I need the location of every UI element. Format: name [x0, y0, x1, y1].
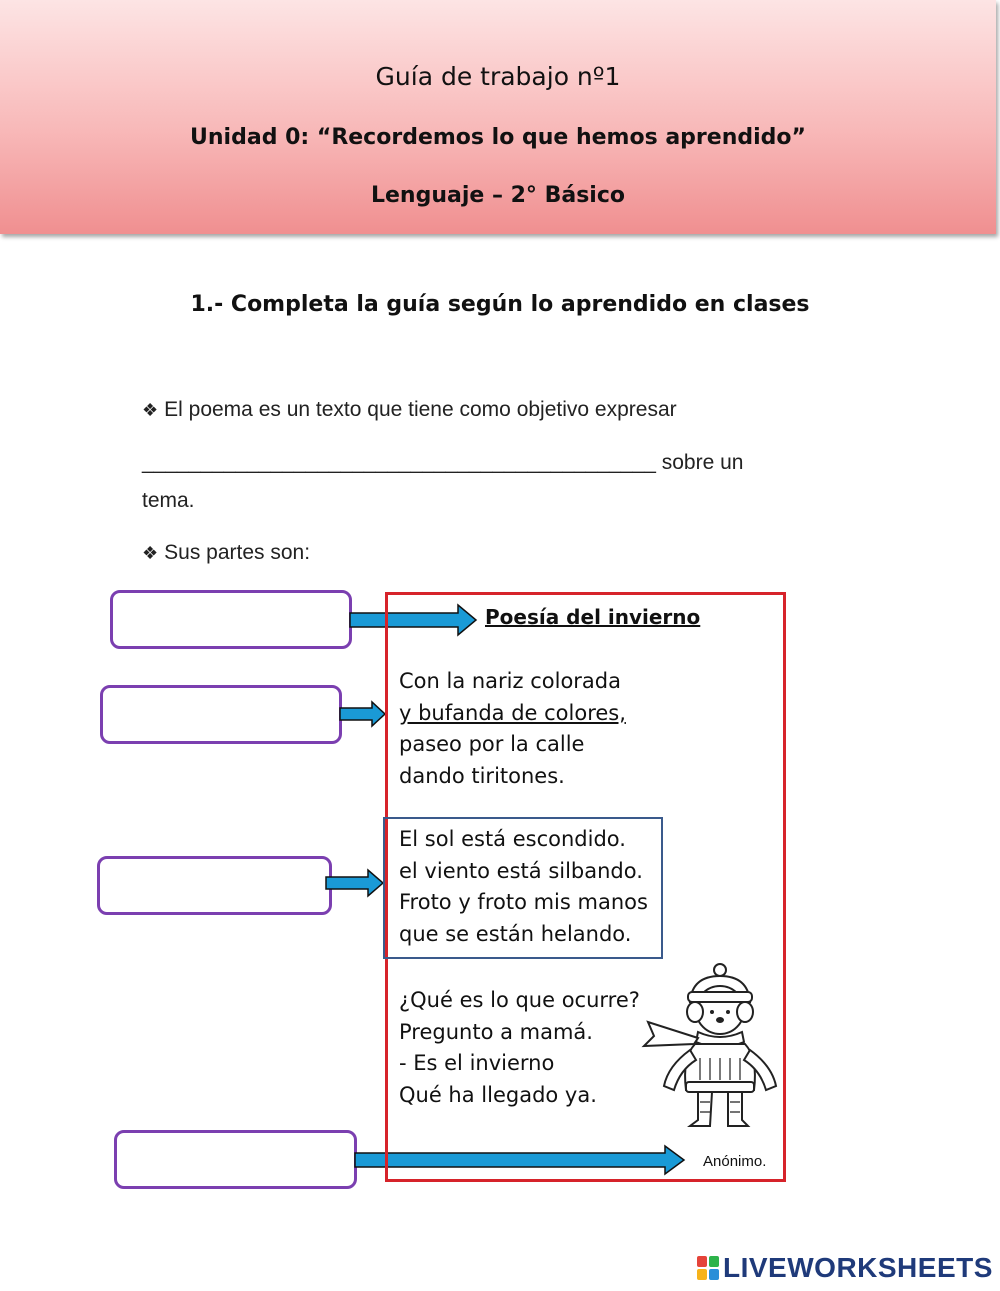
poem-line: dando tiritones. — [399, 763, 565, 788]
diamond-bullet-icon: ❖ — [142, 543, 159, 563]
brand-name: LIVEWORKSHEETS — [723, 1252, 993, 1283]
answer-box-author[interactable] — [114, 1130, 357, 1189]
question-text-4: Sus partes son: — [164, 541, 311, 564]
answer-blank[interactable]: ________________________________________… — [142, 451, 656, 474]
poem-line: paseo por la calle — [399, 732, 585, 756]
answer-box-title[interactable] — [110, 590, 352, 649]
poem-line: Froto y froto mis manos — [399, 890, 648, 914]
poem-title: Poesía del invierno — [485, 605, 701, 629]
unit-title: Unidad 0: “Recordemos lo que hemos apren… — [190, 125, 806, 150]
poem-line: El sol está escondido. — [399, 827, 626, 851]
poem-line: el viento está silbando. — [399, 858, 643, 883]
arrow-to-verse-icon — [339, 700, 387, 728]
poem-line: Qué ha llegado ya. — [399, 1082, 597, 1107]
poem-stanza-1: Con la nariz colorada y bufanda de color… — [399, 666, 626, 792]
poem-stanza-2: El sol está escondido. el viento está si… — [399, 824, 648, 950]
poem-line-verse: y bufanda de colores, — [399, 700, 626, 725]
poem-author: Anónimo. — [703, 1153, 767, 1170]
answer-box-stanza[interactable] — [97, 856, 332, 915]
winter-child-illustration — [641, 963, 778, 1127]
header-banner: Guía de trabajo nº1 Unidad 0: “Recordemo… — [0, 0, 996, 234]
poem-line: que se están helando. — [399, 921, 632, 946]
worksheet-title: Guía de trabajo nº1 — [375, 62, 621, 91]
arrow-to-title-icon — [349, 603, 478, 637]
question-text-3: tema. — [142, 489, 195, 512]
poem-line: Con la nariz colorada — [399, 669, 621, 693]
poem-line: - Es el invierno — [399, 1051, 555, 1075]
subject-grade: Lenguaje – 2° Básico — [370, 183, 625, 208]
question-text-1: El poema es un texto que tiene como obje… — [164, 398, 677, 421]
poem-line: ¿Qué es lo que ocurre? — [399, 988, 640, 1012]
question-text-2: sobre un — [661, 451, 744, 474]
poem-frame — [385, 592, 786, 1182]
poem-stanza-3: ¿Qué es lo que ocurre? Pregunto a mamá. … — [399, 985, 640, 1111]
question-line-4: ❖Sus partes son: — [142, 541, 310, 565]
diamond-bullet-icon: ❖ — [142, 400, 159, 420]
instruction-heading: 1.- Completa la guía según lo aprendido … — [190, 292, 810, 317]
poem-line: Pregunto a mamá. — [399, 1019, 593, 1044]
liveworksheets-logo-icon — [697, 1256, 719, 1280]
question-line-1: ❖El poema es un texto que tiene como obj… — [142, 398, 677, 422]
stanza-highlight-box — [383, 817, 663, 959]
arrow-to-author-icon — [354, 1144, 686, 1176]
liveworksheets-logo: LIVEWORKSHEETS — [697, 1252, 993, 1284]
arrow-to-stanza-icon — [325, 868, 385, 898]
answer-box-verse[interactable] — [100, 685, 342, 744]
question-line-2: ________________________________________… — [142, 451, 743, 475]
